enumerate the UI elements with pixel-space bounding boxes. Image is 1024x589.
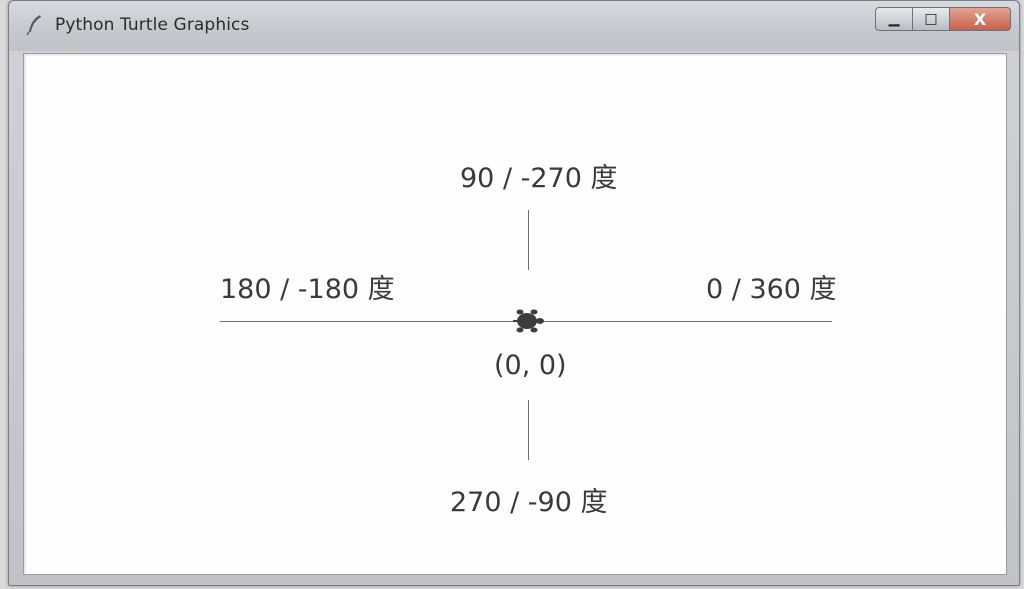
label-0-degrees: 0 / 360 度 [706,274,837,305]
turtle-window: Python Turtle Graphics ▁ □ X 90 / -270 度… [8,0,1020,586]
turtle-icon [512,306,548,340]
window-title: Python Turtle Graphics [55,15,250,35]
close-button[interactable]: X [949,7,1011,31]
title-bar[interactable]: Python Turtle Graphics ▁ □ X [9,1,1019,51]
label-180-degrees: 180 / -180 度 [220,274,395,305]
turtle-canvas[interactable]: 90 / -270 度 180 / -180 度 0 / 360 度 (0, 0… [23,53,1007,575]
axis-line-down [528,400,529,460]
feather-icon [25,14,45,36]
label-270-degrees: 270 / -90 度 [450,487,608,518]
minimize-button[interactable]: ▁ [875,7,913,31]
label-origin: (0, 0) [494,350,567,381]
minimize-icon: ▁ [888,11,900,27]
window-controls: ▁ □ X [875,7,1011,33]
close-icon: X [973,9,987,29]
axis-line-up [528,210,529,270]
maximize-button[interactable]: □ [912,7,950,31]
maximize-icon: □ [924,11,938,27]
label-90-degrees: 90 / -270 度 [460,163,618,194]
